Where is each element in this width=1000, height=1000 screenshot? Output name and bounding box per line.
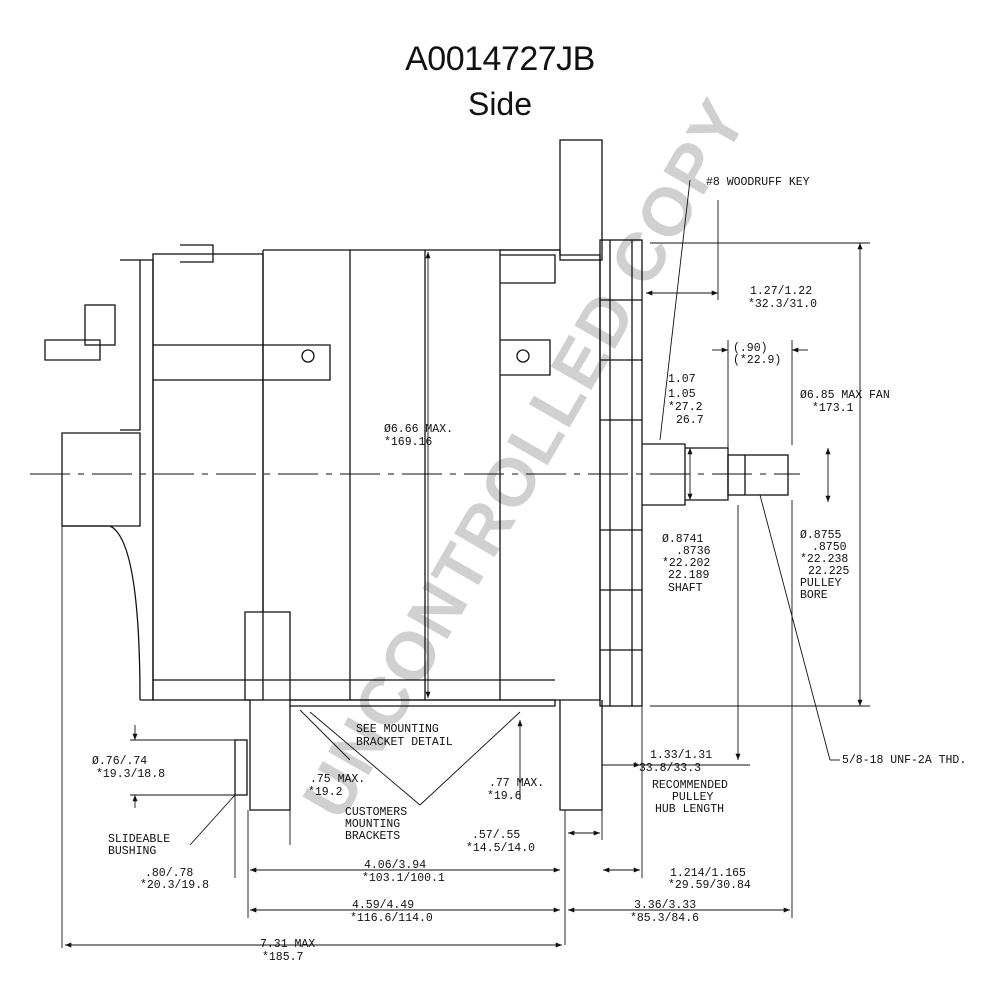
max-75-mm: *19.2 (308, 786, 343, 799)
shaft-dim-1: Ø.8741 (662, 533, 704, 546)
alternator-outline (30, 139, 800, 811)
fan-diameter-mm: *173.1 (812, 402, 854, 415)
customer-brackets-3: BRACKETS (345, 830, 400, 843)
hub-length-mm: *33.8/33.3 (632, 762, 701, 775)
hub-label-1: RECOMMENDED (652, 779, 728, 792)
fan-clearance-in: 1.27/1.22 (750, 285, 812, 298)
shaft-dim-3: *22.202 (662, 557, 710, 570)
watermark: UNCONTROLLED COPY (288, 86, 762, 831)
dim-459-in: 4.59/4.49 (352, 899, 414, 912)
drawing-title: A0014727JB (405, 40, 595, 78)
ref-dim-in: (.90) (733, 342, 768, 355)
bushing-dia-mm: *19.3/18.8 (96, 768, 165, 781)
dim-731-mm: *185.7 (262, 951, 303, 964)
dim-1214-in: 1.214/1.165 (670, 867, 746, 880)
key-dim-1: 1.07 (668, 373, 696, 386)
dim-406-in: 4.06/3.94 (364, 859, 426, 872)
key-dim-3: *27.2 (668, 401, 703, 414)
dim-57-mm: *14.5/14.0 (466, 842, 535, 855)
bushing-dia-in: Ø.76/.74 (92, 755, 147, 768)
fan-clearance-mm: *32.3/31.0 (748, 298, 817, 311)
woodruff-key-label: #8 WOODRUFF KEY (706, 176, 810, 189)
shaft-dim-4: 22.189 (668, 569, 710, 582)
bore-label-1: PULLEY (800, 577, 842, 590)
bore-dim-2: .8750 (812, 541, 847, 554)
dim-336-mm: *85.3/84.6 (630, 912, 699, 925)
max-77-in: .77 MAX. (489, 777, 544, 790)
bore-label-2: BORE (800, 589, 828, 602)
hub-label-3: HUB LENGTH (655, 803, 724, 816)
mount-detail-1: SEE MOUNTING (356, 723, 439, 736)
slideable-bushing-1: SLIDEABLE (108, 833, 170, 846)
ref-dim-mm: (*22.9) (733, 354, 781, 367)
dim-57-in: .57/.55 (472, 829, 520, 842)
customer-brackets-1: CUSTOMERS (345, 806, 407, 819)
dim-1214-mm: *29.59/30.84 (668, 879, 751, 892)
shaft-dim-2: .8736 (676, 545, 711, 558)
bore-dim-1: Ø.8755 (800, 529, 842, 542)
fan-diameter-in: Ø6.85 MAX FAN (800, 389, 890, 402)
key-dim-2: 1.05 (668, 388, 696, 401)
dim-731-in: 7.31 MAX (260, 938, 315, 951)
dimension-lines (61, 179, 870, 948)
dim-459-mm: *116.6/114.0 (350, 912, 433, 925)
hub-length-in: 1.33/1.31 (650, 749, 712, 762)
customer-brackets-2: MOUNTING (345, 818, 400, 831)
dim-336-in: 3.36/3.33 (634, 899, 696, 912)
max-75-in: .75 MAX. (310, 773, 365, 786)
body-diameter-in: Ø6.66 MAX. (384, 423, 453, 436)
bore-dim-4: 22.225 (808, 565, 850, 578)
dim-80-in: .80/.78 (145, 867, 193, 880)
drawing-subtitle: Side (467, 86, 533, 122)
slideable-bushing-2: BUSHING (108, 845, 156, 858)
bore-dim-3: *22.238 (800, 553, 848, 566)
dim-80-mm: *20.3/19.8 (140, 879, 209, 892)
max-77-mm: *19.6 (487, 790, 522, 803)
hub-label-2: PULLEY (672, 791, 714, 804)
thread-spec: 5/8-18 UNF-2A THD. (842, 754, 966, 767)
mount-detail-2: BRACKET DETAIL (356, 736, 453, 749)
shaft-label: SHAFT (668, 582, 703, 595)
dimension-labels: #8 WOODRUFF KEY 1.27/1.22 *32.3/31.0 (.9… (92, 176, 966, 964)
body-diameter-mm: *169.16 (384, 436, 432, 449)
key-dim-4: 26.7 (676, 414, 704, 427)
dim-406-mm: *103.1/100.1 (362, 872, 445, 885)
